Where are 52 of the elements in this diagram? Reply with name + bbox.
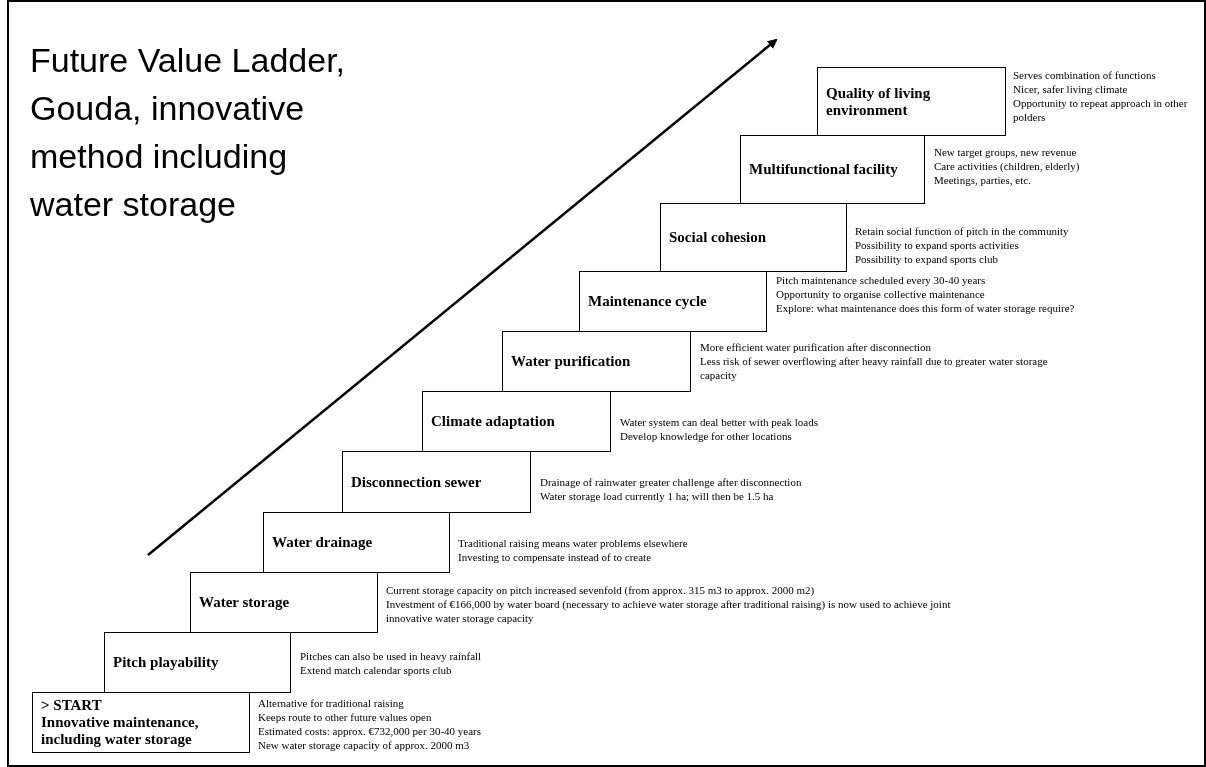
step-label: Maintenance cycle xyxy=(588,293,708,310)
note-text: Care activities (children, elderly) xyxy=(934,159,1081,173)
note-text: Investing to compensate instead of to create xyxy=(458,550,653,564)
step-box xyxy=(104,632,291,693)
step-label: Climate adaptation xyxy=(431,413,556,430)
note-text: Alternative for traditional raising xyxy=(258,696,405,710)
note-text: Nicer, safer living climate xyxy=(1013,82,1129,96)
step-label: Quality of living environment xyxy=(826,84,932,119)
title-text: Future Value Ladder, Gouda, innovative method including water storage xyxy=(30,40,347,225)
note-text: Water storage load currently 1 ha; will then be 1.5 ha xyxy=(540,489,775,503)
step-box xyxy=(422,391,611,452)
note-text: New water storage capacity of approx. 2000 m3 xyxy=(258,738,471,752)
note-text: Possibility to expand sports activities xyxy=(855,238,1020,252)
step-label: Water storage xyxy=(199,594,291,611)
step-box xyxy=(190,572,378,633)
step-label: Innovative maintenance, including water storage xyxy=(41,714,200,748)
note-text: New target groups, new revenue xyxy=(934,145,1078,159)
step-label: Multifunctional facility xyxy=(749,161,899,178)
note-text: Estimated costs: approx. €732,000 per 30-40 years xyxy=(258,724,482,738)
note-text: Meetings, parties, etc. xyxy=(934,173,1032,187)
note-text: Possibility to expand sports club xyxy=(855,252,999,266)
step-box xyxy=(817,67,1006,136)
step-box xyxy=(263,512,450,573)
note-text: Explore: what maintenance does this form of water storage require? xyxy=(776,301,1076,315)
note-text: Opportunity to organise collective maintenance xyxy=(776,287,986,301)
step-label: Social cohesion xyxy=(669,229,768,246)
note-text: Traditional raising means water problems elsewhere xyxy=(458,536,689,550)
step-label: Water purification xyxy=(511,353,632,370)
note-text: Opportunity to repeat approach in other polders xyxy=(1013,96,1189,124)
note-text: Pitches can also be used in heavy rainfall xyxy=(300,649,483,663)
step-box xyxy=(32,692,250,753)
note-text: Investment of €166,000 by water board (necessary to achieve water storage after traditional raising) is now used to achieve joint innovative water storage capacity xyxy=(386,597,952,625)
note-text: Drainage of rainwater greater challenge after disconnection xyxy=(540,475,803,489)
step-box xyxy=(342,451,531,513)
note-text: Extend match calendar sports club xyxy=(300,663,453,677)
step-label: Disconnection sewer xyxy=(351,473,483,491)
note-text: Water system can deal better with peak loads xyxy=(620,415,819,429)
note-text: Retain social function of pitch in the community xyxy=(855,224,1070,238)
step-box xyxy=(502,331,691,392)
step-box xyxy=(740,135,925,204)
step-box xyxy=(660,203,847,272)
note-text: Develop knowledge for other locations xyxy=(620,429,793,443)
step-box xyxy=(579,271,767,332)
note-text: Less risk of sewer overflowing after heavy rainfall due to greater water storage capacity xyxy=(700,354,1049,382)
step-label: > START xyxy=(41,697,103,714)
note-text: Current storage capacity on pitch increased sevenfold (from approx. 315 m3 to approx. 2000 m2) xyxy=(386,583,816,597)
step-label: Pitch playability xyxy=(113,654,220,671)
note-text: Serves combination of functions xyxy=(1013,68,1157,82)
step-label: Water drainage xyxy=(272,534,374,551)
note-text: More efficient water purification after disconnection xyxy=(700,340,932,354)
note-text: Pitch maintenance scheduled every 30-40 years xyxy=(776,273,987,287)
note-text: Keeps route to other future values open xyxy=(258,710,433,724)
